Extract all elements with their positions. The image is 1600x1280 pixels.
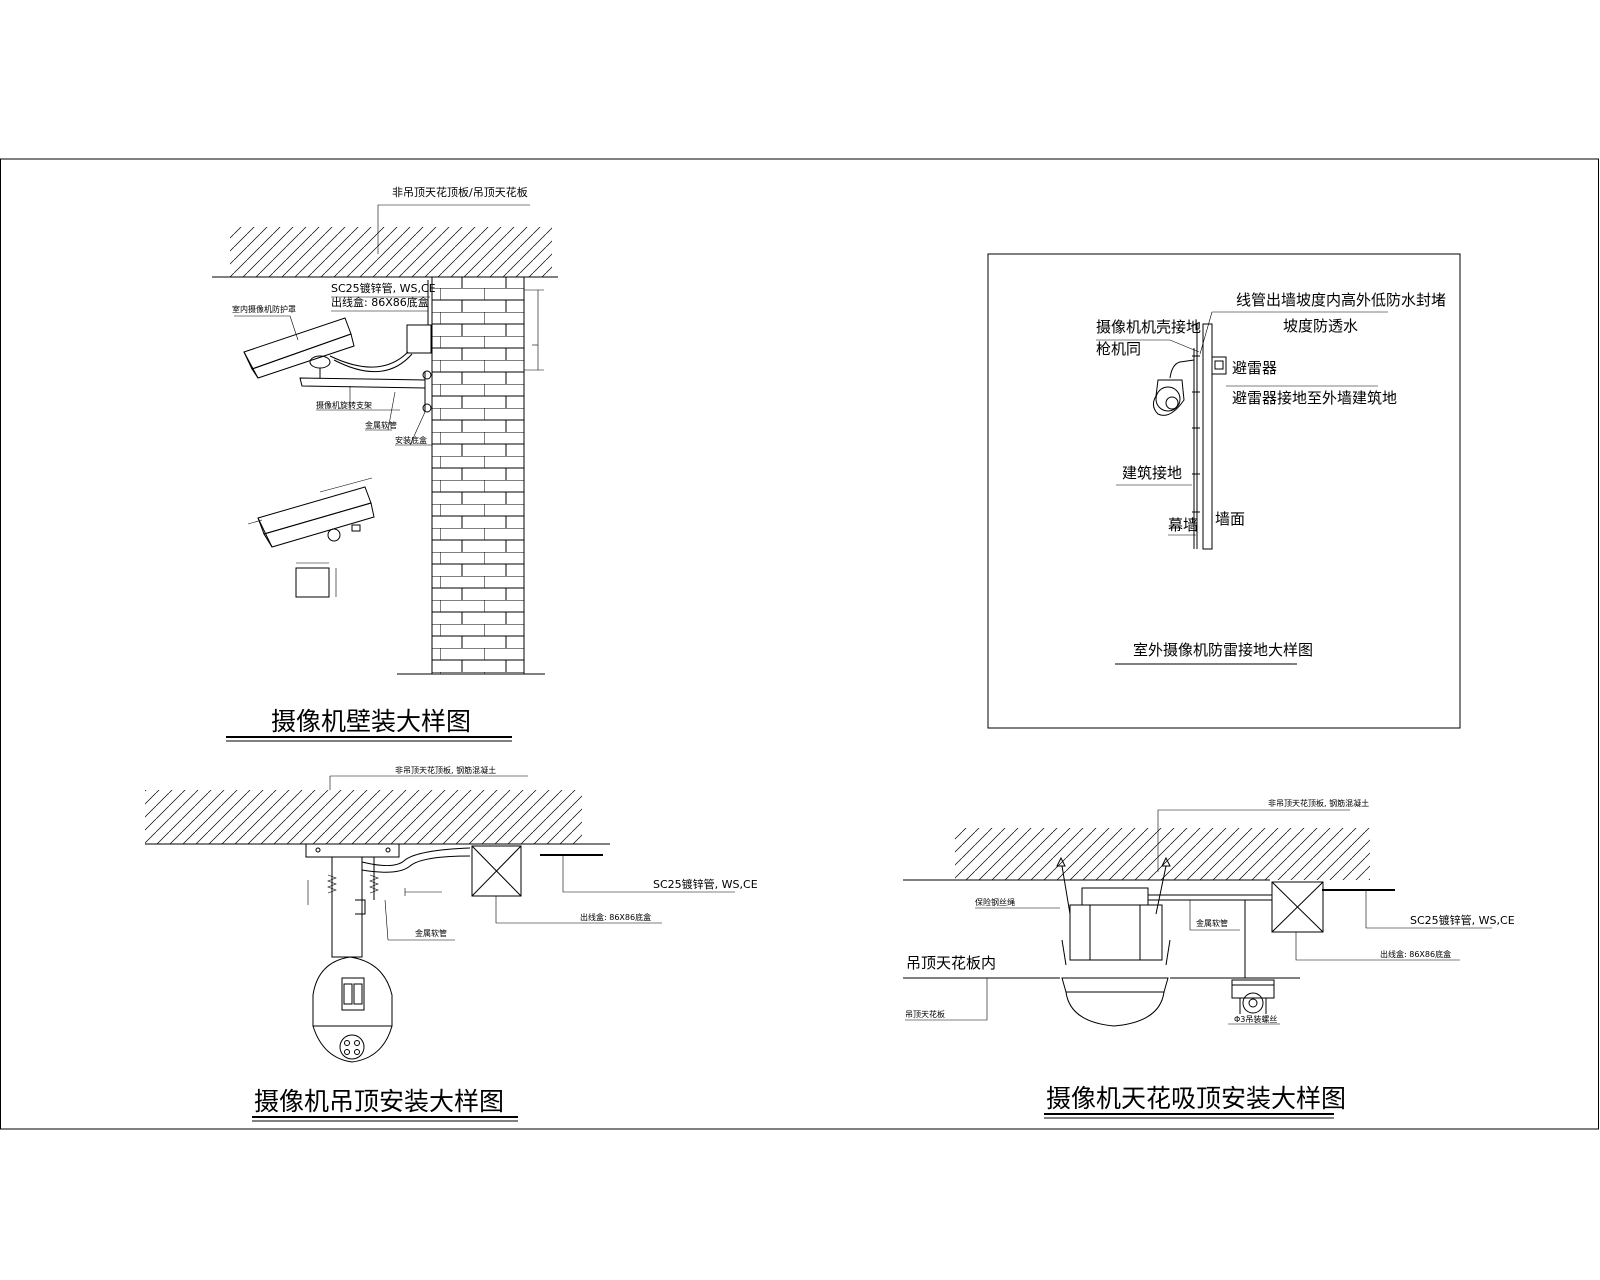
pendant-hose-label: 金属软管 [415, 928, 447, 938]
brick-wall [431, 276, 525, 675]
arrester-ground-label: 避雷器接地至外墙建筑地 [1232, 389, 1397, 407]
wall-surface [1202, 323, 1213, 550]
lightning-title: 室外摄像机防雷接地大样图 [1133, 641, 1313, 659]
conduit-note-2: 坡度防透水 [1283, 317, 1358, 335]
pendant-ceiling-label: 非吊顶天花顶板, 钢筋混凝土 [395, 765, 496, 775]
flush-ceiling-board-label: 吊顶天花板 [905, 1009, 945, 1019]
flush-conduit-label: SC25镀锌管, WS,CE [1410, 913, 1515, 927]
shell-ground-label-2: 枪机同 [1096, 340, 1141, 358]
wall-box-detail [295, 567, 330, 598]
curtain-wall-label: 幕墙 [1168, 516, 1198, 534]
wall-bracket-label: 摄像机旋转支架 [316, 400, 372, 410]
sheet-border [0, 158, 1599, 1130]
flush-wire-label: 保险钢丝绳 [975, 897, 1015, 907]
pendant-title: 摄像机吊顶安装大样图 [254, 1087, 504, 1116]
flush-junction-box [1271, 881, 1324, 933]
ceiling-slab [230, 227, 552, 277]
pendant-mount-detail: 非吊顶天花顶板, 钢筋混凝土 金属软管 SC25镀锌管, WS,CE 出线盒: … [145, 765, 758, 1122]
pendant-outlet-label: 出线盒: 86X86底盒 [580, 912, 651, 922]
wall-box-label: 安装底盒 [395, 435, 427, 445]
building-ground-label: 建筑接地 [1122, 464, 1182, 482]
pendant-junction-box [471, 845, 522, 897]
pendant-ceiling-slab [145, 790, 582, 844]
wall-ceiling-label: 非吊顶天花顶板/吊顶天花板 [392, 185, 528, 199]
wall-housing-side-view [247, 477, 375, 548]
flush-ceiling-label: 非吊顶天花顶板, 钢筋混凝土 [1268, 798, 1369, 808]
flush-mount-detail: 非吊顶天花顶板, 钢筋混凝土 吊顶天花板 吊顶天花板内 保险钢丝绳 金属软管 [903, 798, 1515, 1119]
flush-camera-housing [1061, 887, 1171, 1027]
flush-small-camera [1231, 979, 1275, 1014]
pendant-dome-camera [312, 956, 393, 1063]
flush-ceiling-slab [955, 828, 1370, 880]
wall-conduit-label: SC25镀锌管, WS,CE [331, 281, 436, 295]
outdoor-dome-camera [1152, 359, 1195, 416]
arrester-label: 避雷器 [1232, 359, 1277, 377]
arrester-box [1211, 356, 1227, 375]
flush-hanger-label: Φ3吊装螺丝 [1234, 1014, 1277, 1024]
wall-mount-detail: 非吊顶天花顶板/吊顶天花板 SC25镀锌管, WS,CE 出线盒: 86X86底… [212, 185, 558, 742]
ground-ticks [1192, 355, 1200, 513]
flush-suspended-label: 吊顶天花板内 [906, 954, 996, 972]
wall-junction-box [406, 324, 432, 354]
shell-ground-label-1: 摄像机机壳接地 [1096, 318, 1201, 336]
flush-outlet-label: 出线盒: 86X86底盒 [1380, 949, 1451, 959]
lightning-ground-detail: 线管出墙坡度内高外低防水封堵 坡度防透水 摄像机机壳接地 枪机同 避雷器 避雷器… [987, 253, 1461, 729]
wall-housing-label: 室内摄像机防护罩 [232, 304, 296, 314]
wall-surface-label: 墙面 [1215, 510, 1245, 528]
flush-title: 摄像机天花吸顶安装大样图 [1046, 1084, 1346, 1113]
conduit-note-1: 线管出墙坡度内高外低防水封堵 [1236, 291, 1446, 309]
lightning-frame [987, 253, 1461, 729]
pendant-conduit-label: SC25镀锌管, WS,CE [653, 877, 758, 891]
wall-camera-housing [243, 317, 355, 379]
wall-mount-title: 摄像机壁装大样图 [271, 707, 471, 736]
wall-hose-label: 金属软管 [365, 420, 397, 430]
wall-outlet-label: 出线盒: 86X86底盒 [331, 295, 429, 309]
pendant-tube [331, 856, 363, 958]
flush-hose-label: 金属软管 [1196, 918, 1228, 928]
